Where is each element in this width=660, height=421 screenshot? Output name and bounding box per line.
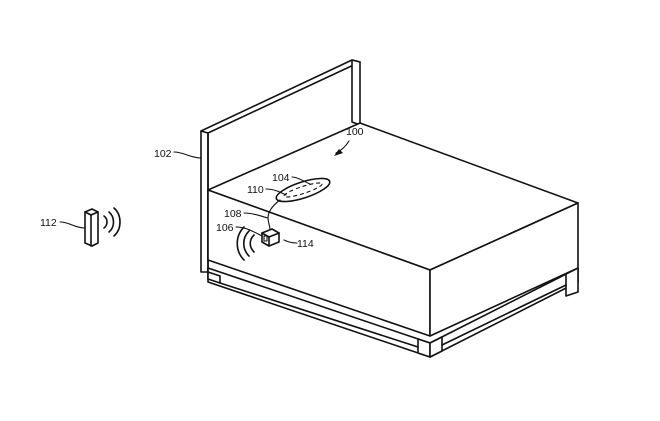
label-112: 112 <box>40 217 57 229</box>
label-102: 102 <box>154 148 172 160</box>
label-114: 114 <box>297 238 314 250</box>
remote-signal-waves <box>103 207 121 237</box>
controller-box <box>261 228 280 247</box>
label-108: 108 <box>224 208 242 220</box>
remote-device <box>84 208 99 247</box>
controller-signal-waves <box>236 226 255 261</box>
label-104: 104 <box>272 172 290 184</box>
leader-lines <box>59 140 350 244</box>
label-110: 110 <box>247 184 264 196</box>
label-100: 100 <box>346 126 364 138</box>
bed-frame <box>207 267 579 358</box>
sensor-strip <box>275 177 331 203</box>
mattress <box>207 122 579 337</box>
label-106: 106 <box>216 222 234 234</box>
